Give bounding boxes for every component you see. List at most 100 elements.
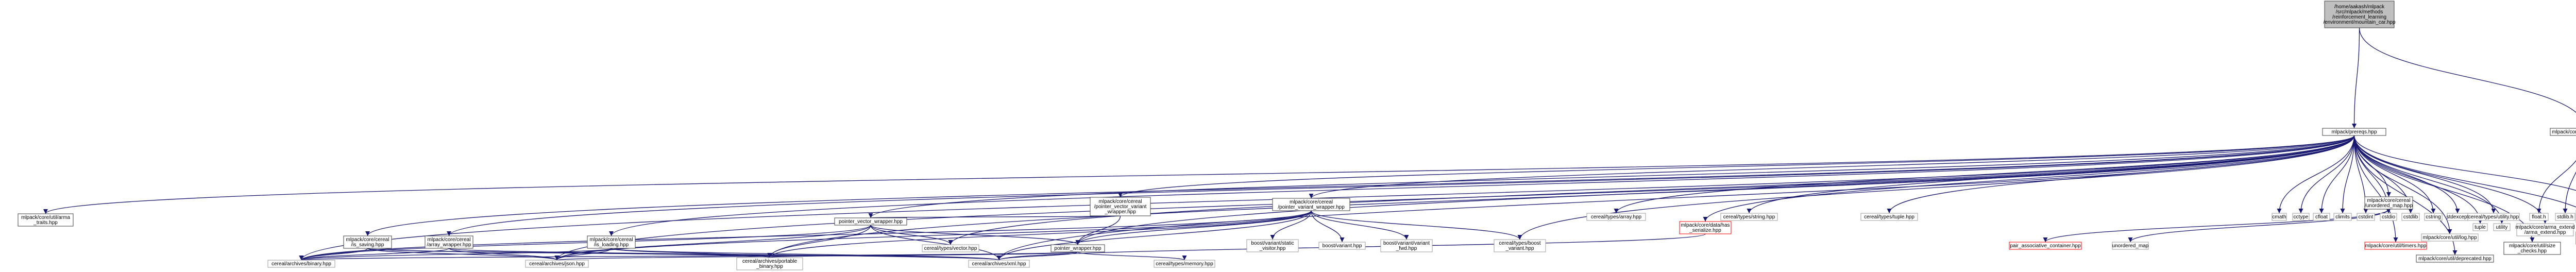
node-label-json: cereal/archives/json.hpp — [529, 261, 585, 267]
node-timers[interactable]: mlpack/core/util/timers.hpp — [2364, 242, 2427, 250]
node-box-umap — [2364, 196, 2413, 210]
node-label-float_h: float.h — [2532, 214, 2546, 220]
node-loading[interactable]: mlpack/core/cereal/is_loading.hpp — [587, 235, 636, 249]
node-label-utility: cereal/types/utility.hpp — [2468, 214, 2519, 220]
node-label-string: cereal/types/string.hpp — [1723, 214, 1775, 220]
edge-loading-to-xml — [611, 248, 1001, 261]
edge-ptr_vec-to-binary — [299, 225, 871, 261]
node-cstring[interactable]: cstring — [2424, 213, 2443, 221]
node-label-umap: /unordered_map.hpp — [2365, 203, 2413, 209]
node-ptr_vec_var[interactable]: mlpack/core/cereal/pointer_vector_varian… — [1090, 197, 1151, 216]
edge-ptr_var-to-variant_fwd — [1311, 210, 1409, 240]
node-box-variant_fwd — [1380, 239, 1433, 252]
node-tuple[interactable]: cereal/types/tuple.hpp — [1860, 213, 1918, 221]
node-cmath[interactable]: cmath — [2272, 213, 2287, 221]
node-label-size_checks: _checks.hpp — [2517, 248, 2547, 254]
node-cstdint[interactable]: cstdint — [2357, 213, 2375, 221]
node-box-cstdlib — [2401, 213, 2420, 221]
node-unordered_map[interactable]: unordered_map — [2112, 242, 2149, 250]
edge-prereqs-to-cstring — [2353, 135, 2436, 214]
node-arma_traits[interactable]: mlpack/core/util/arma_traits.hpp — [18, 213, 74, 227]
edge-loading-to-json — [554, 248, 612, 261]
node-cctype[interactable]: cctype — [2292, 213, 2310, 221]
edge-ptr_vec_var-to-ptr_vec — [869, 213, 1121, 218]
node-label-stdlib_h: stdlib.h — [2557, 214, 2573, 220]
node-box-xml — [968, 260, 1030, 268]
edge-prereqs-to-arma_config — [2353, 135, 2576, 208]
node-has_serialize[interactable]: mlpack/core/data/has_serialize.hpp — [1679, 221, 1732, 234]
dependency-nodes: /home/aakash/mlpack/src/mlpack/methods/r… — [18, 1, 2576, 270]
node-tuple_std[interactable]: tuple — [2472, 223, 2488, 231]
node-pair_assoc[interactable]: pair_associative_container.hpp — [2009, 242, 2082, 250]
node-variant[interactable]: boost/variant.hpp — [1318, 242, 1366, 250]
node-log[interactable]: mlpack/core/util/log.hpp — [2421, 233, 2479, 242]
node-ptr_vec[interactable]: pointer_vector_wrapper.hpp — [834, 217, 907, 226]
node-label-umap: mlpack/core/cereal — [2367, 198, 2411, 203]
node-binary[interactable]: cereal/archives/binary.hpp — [267, 260, 335, 268]
node-float_h[interactable]: float.h — [2529, 213, 2549, 221]
node-vector[interactable]: cereal/types/vector.hpp — [922, 244, 979, 252]
node-cfloat[interactable]: cfloat — [2313, 213, 2330, 221]
edge-prereqs-to-saving — [365, 135, 2355, 236]
node-size_checks[interactable]: mlpack/core/util/size_checks.hpp — [2503, 242, 2561, 255]
node-box-array_wrap — [425, 235, 473, 249]
edge-prereqs-to-ptr_vec_var — [1118, 135, 2355, 198]
edge-prereqs-to-vector — [948, 135, 2355, 245]
node-cstdlib[interactable]: cstdlib — [2401, 213, 2420, 221]
edge-prereqs-to-climits — [2340, 135, 2355, 214]
node-ptr_wrap[interactable]: pointer_wrapper.hpp — [1050, 244, 1105, 252]
node-box-lapack — [2550, 128, 2576, 136]
node-stdexcept[interactable]: stdexcept — [2447, 213, 2469, 221]
node-box-portable — [736, 257, 803, 270]
node-prereqs[interactable]: mlpack/prereqs.hpp — [2322, 128, 2386, 136]
edge-prereqs-to-tuple_std — [2353, 135, 2483, 224]
node-label-cstdint: cstdint — [2359, 214, 2374, 220]
node-portable[interactable]: cereal/archives/portable_binary.hpp — [736, 257, 803, 270]
node-label-variant: boost/variant.hpp — [1323, 243, 1362, 249]
node-label-xml: cereal/archives/xml.hpp — [972, 261, 1026, 267]
node-arma_ext2[interactable]: mlpack/core/arma_extend/arma_extend.hpp — [2515, 223, 2575, 236]
node-stdlib_h[interactable]: stdlib.h — [2555, 213, 2575, 221]
node-label-saving: mlpack/core/cereal — [346, 237, 389, 243]
edge-umap-to-unordered_map — [2128, 209, 2389, 243]
node-box-variant — [1318, 242, 1366, 250]
node-label-ptr_vec_var: /pointer_vector_variant — [1094, 204, 1147, 210]
node-xml[interactable]: cereal/archives/xml.hpp — [968, 260, 1030, 268]
node-label-root: /environment/mountain_car.hpp — [2323, 20, 2396, 25]
node-ptr_var[interactable]: mlpack/core/cereal/pointer_variant_wrapp… — [1272, 198, 1350, 211]
edge-saving-to-binary — [299, 248, 368, 261]
node-lapack[interactable]: mlpack/core/math/clamp.hpp — [2550, 128, 2576, 136]
node-json[interactable]: cereal/archives/json.hpp — [525, 260, 589, 268]
node-string[interactable]: cereal/types/string.hpp — [1720, 213, 1778, 221]
node-box-cstdint — [2357, 213, 2375, 221]
node-static_visitor[interactable]: boost/variant/static_visitor.hpp — [1246, 239, 1299, 252]
node-array[interactable]: cereal/types/array.hpp — [1586, 213, 1646, 221]
edge-loading-to-portable — [611, 248, 772, 258]
node-label-stdexcept: stdexcept — [2447, 214, 2469, 220]
node-box-root — [2324, 1, 2395, 28]
node-box-climits — [2333, 213, 2352, 221]
node-umap[interactable]: mlpack/core/cereal/unordered_map.hpp — [2364, 196, 2413, 210]
node-climits[interactable]: climits — [2333, 213, 2352, 221]
node-memory[interactable]: cereal/types/memory.hpp — [1154, 260, 1215, 268]
node-saving[interactable]: mlpack/core/cereal/is_saving.hpp — [343, 235, 392, 249]
edge-prereqs-to-cctype — [2298, 135, 2355, 214]
node-utility_std[interactable]: utility — [2493, 223, 2511, 231]
node-cstdio[interactable]: cstdio — [2380, 213, 2397, 221]
node-variant_fwd[interactable]: boost/variant/variant_fwd.hpp — [1380, 239, 1433, 252]
node-boost_variant[interactable]: cereal/types/boost_variant.hpp — [1494, 239, 1546, 252]
node-label-ptr_var: /pointer_variant_wrapper.hpp — [1278, 205, 1345, 210]
dependency-edges — [43, 27, 2576, 261]
node-label-prereqs: mlpack/prereqs.hpp — [2332, 129, 2377, 135]
node-root[interactable]: /home/aakash/mlpack/src/mlpack/methods/r… — [2323, 1, 2396, 28]
edge-ptr_var-to-xml — [996, 210, 1312, 261]
node-box-size_checks — [2503, 242, 2561, 255]
node-deprecated[interactable]: mlpack/core/util/deprecated.hpp — [2416, 254, 2494, 263]
node-label-memory: cereal/types/memory.hpp — [1156, 261, 1213, 267]
node-utility[interactable]: cereal/types/utility.hpp — [2467, 213, 2520, 221]
edge-prereqs-to-utility_std — [2353, 135, 2504, 224]
node-label-deprecated: mlpack/core/util/deprecated.hpp — [2418, 256, 2492, 262]
node-label-loading: /is_loading.hpp — [594, 242, 629, 248]
node-array_wrap[interactable]: mlpack/core/cereal/array_wrapper.hpp — [425, 235, 473, 249]
node-label-tuple_std: tuple — [2475, 225, 2486, 230]
